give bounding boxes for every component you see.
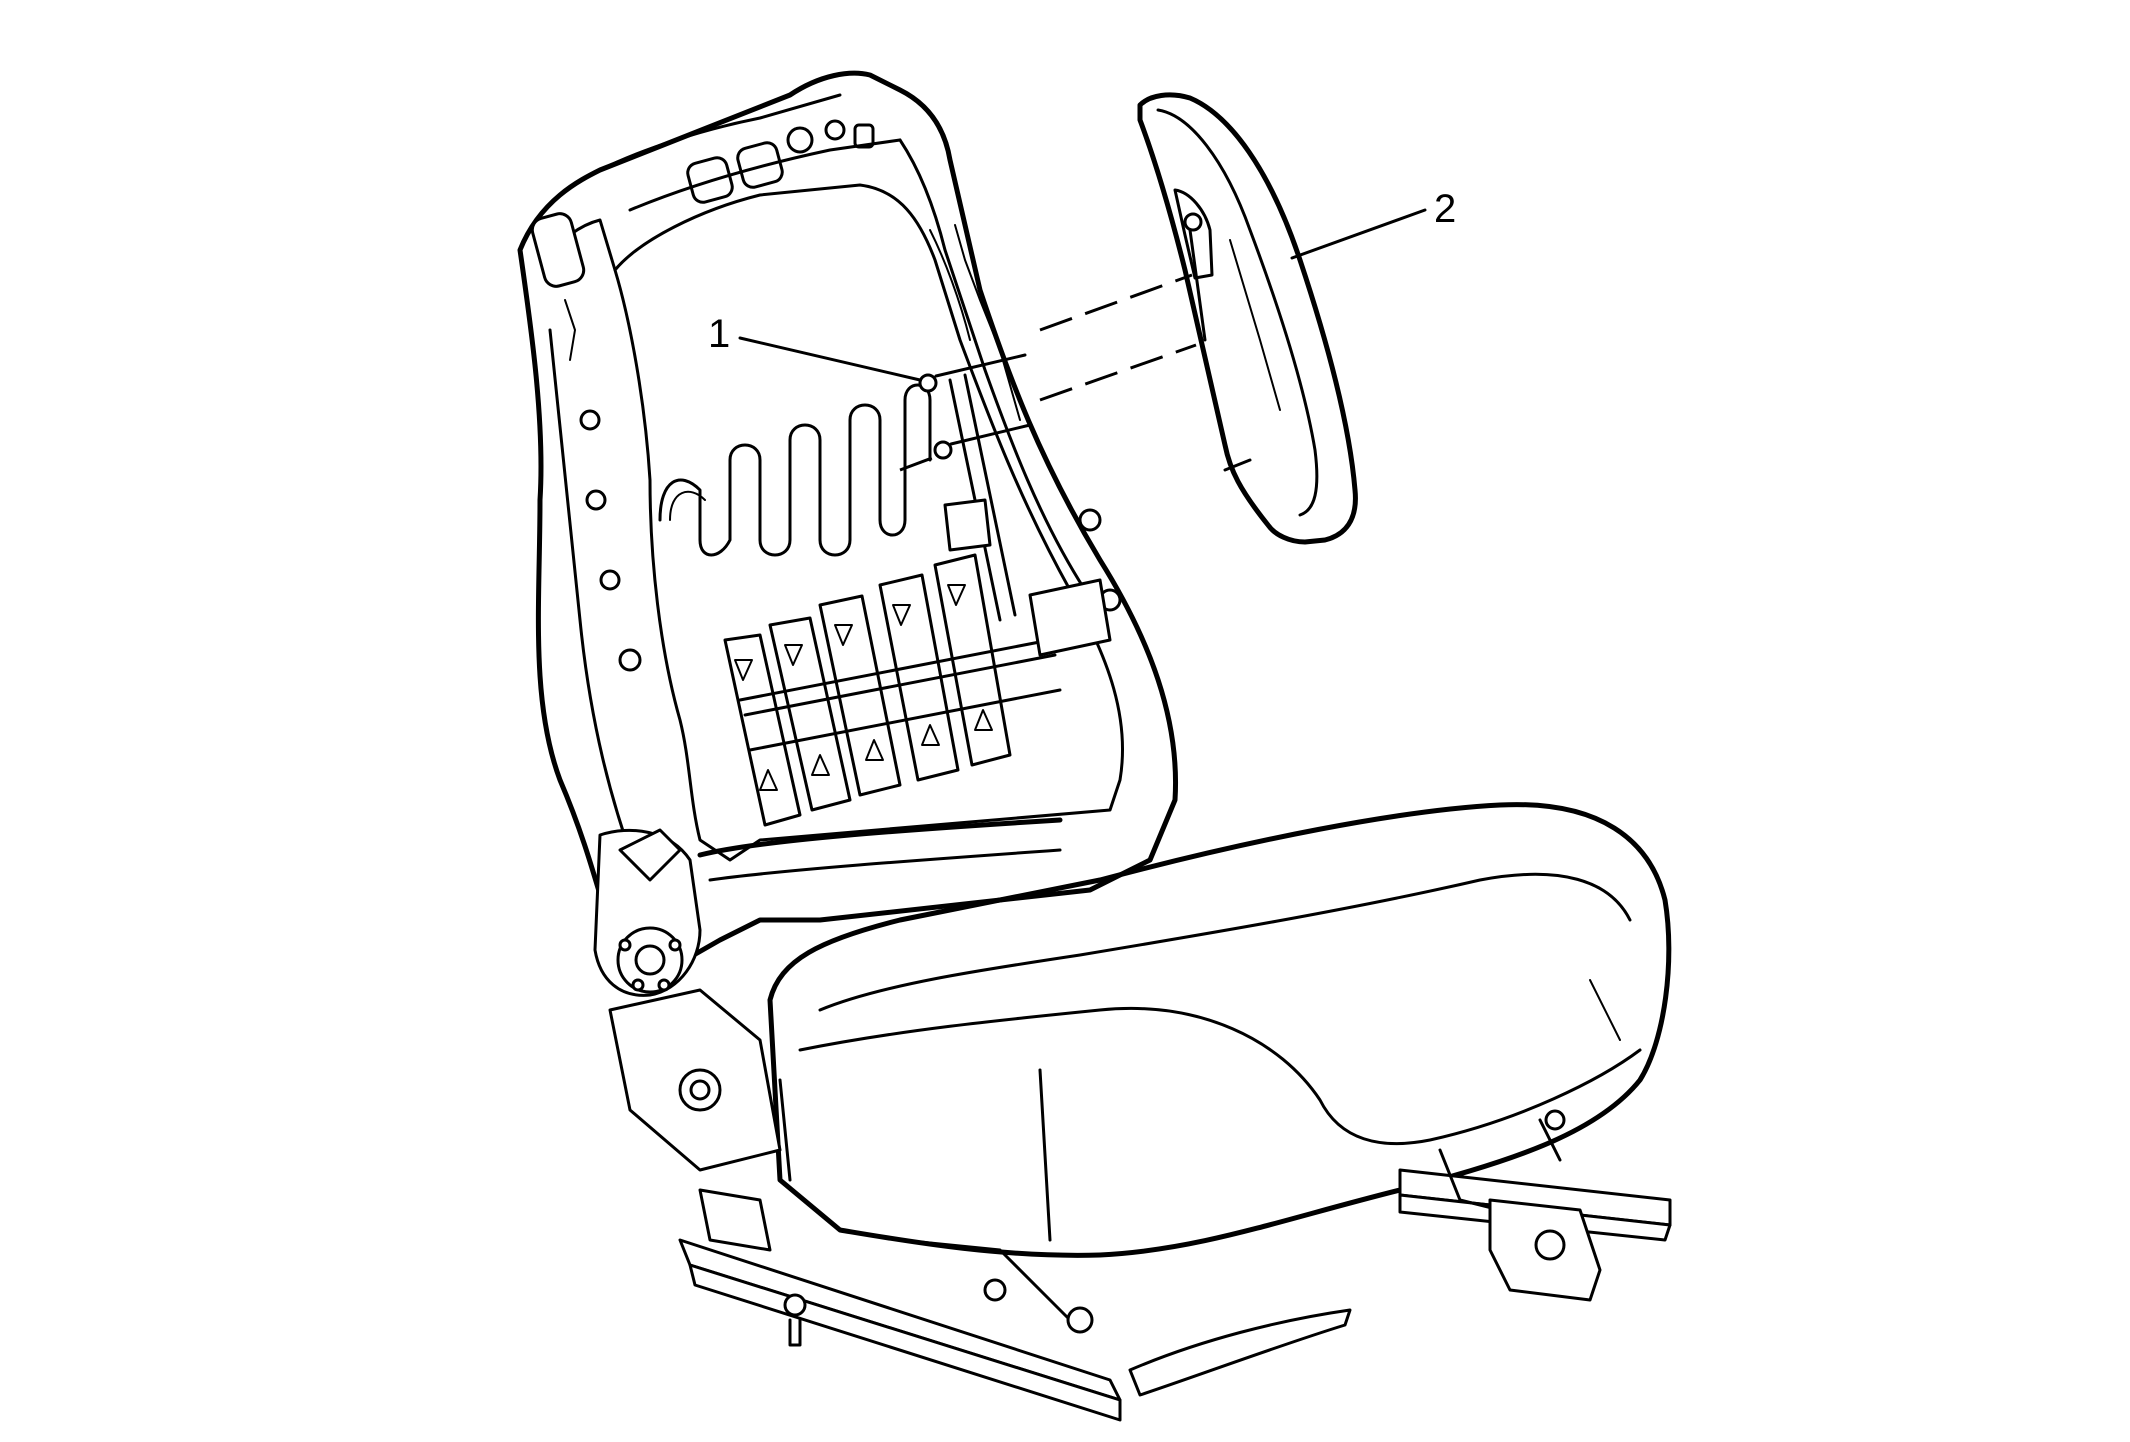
fastener-lower: [933, 440, 953, 460]
lumbar-support-slats: [723, 373, 1112, 827]
recliner-mechanism: [593, 828, 782, 1172]
seat-adjuster-tracks: [678, 1109, 1672, 1422]
assembly-line-lower: [1039, 343, 1197, 402]
seat-back-frame: [517, 70, 1179, 983]
callout-2-label: 2: [1434, 187, 1456, 231]
seat-cushion: [767, 802, 1672, 1258]
assembly-line-inner: [899, 453, 941, 472]
callout-1-label: 1: [708, 312, 730, 356]
seat-back-spring: [658, 383, 932, 557]
side-panel-component: [1137, 92, 1358, 545]
callout-2: 2: [1290, 187, 1456, 260]
seat-back-fasteners: [918, 353, 1032, 460]
fastener-upper: [918, 373, 938, 393]
assembly-line-upper: [1039, 273, 1193, 332]
callout-1: 1: [708, 312, 922, 382]
